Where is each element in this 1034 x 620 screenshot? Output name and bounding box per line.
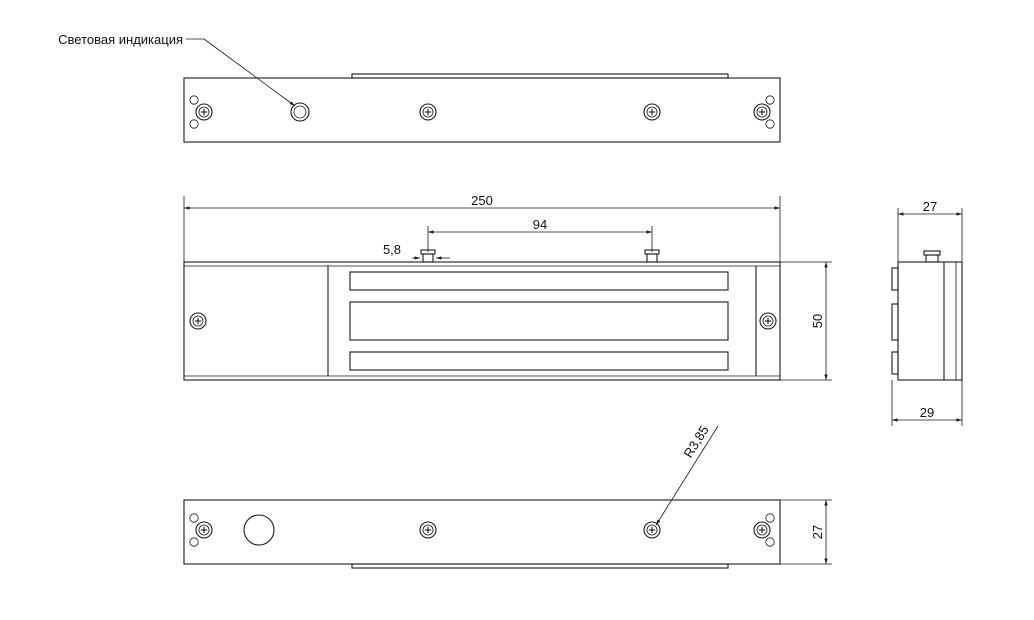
top-screw-2-icon [643, 103, 661, 121]
front-right-screw-icon [759, 312, 777, 330]
callout-leader [203, 38, 296, 107]
top-view: Световая индикация [58, 32, 781, 143]
bottom-left-mount-holes [189, 513, 213, 547]
length-dimension-label: 250 [471, 193, 493, 208]
bottom-height-label: 27 [810, 525, 825, 539]
height-dimension-label: 50 [810, 314, 825, 328]
bottom-screw-1-icon [419, 521, 437, 539]
coil-bar-1 [349, 271, 729, 291]
side-bolt [923, 250, 941, 263]
magnet-body [183, 261, 781, 381]
bottom-right-mount-holes [753, 513, 775, 547]
top-left-mount-holes [189, 95, 213, 129]
hole-spacing-label: 94 [533, 217, 547, 232]
top-screw-1-icon [419, 103, 437, 121]
led-indicator-icon [290, 102, 310, 122]
side-width-top-label: 27 [923, 199, 937, 214]
bottom-view-rail [351, 563, 729, 569]
side-view: 27 29 [891, 199, 963, 426]
coil-bar-3 [349, 351, 729, 371]
radius-leader [655, 425, 719, 526]
light-indicator-label: Световая индикация [58, 32, 183, 47]
top-view-plate [183, 77, 781, 143]
side-body [897, 261, 963, 381]
hole-size-label: 5,8 [383, 242, 401, 257]
bottom-view: R3,85 27 [183, 423, 832, 569]
top-view-rail [351, 73, 729, 79]
top-right-mount-holes [753, 95, 775, 129]
radius-label: R3,85 [681, 423, 712, 460]
front-left-screw-icon [189, 312, 207, 330]
cable-hole-icon [243, 514, 275, 546]
front-view: 250 94 5,8 50 [183, 193, 832, 381]
coil-bar-2 [349, 301, 729, 341]
side-width-bottom-label: 29 [920, 405, 934, 420]
bottom-screw-2-icon [643, 521, 661, 539]
